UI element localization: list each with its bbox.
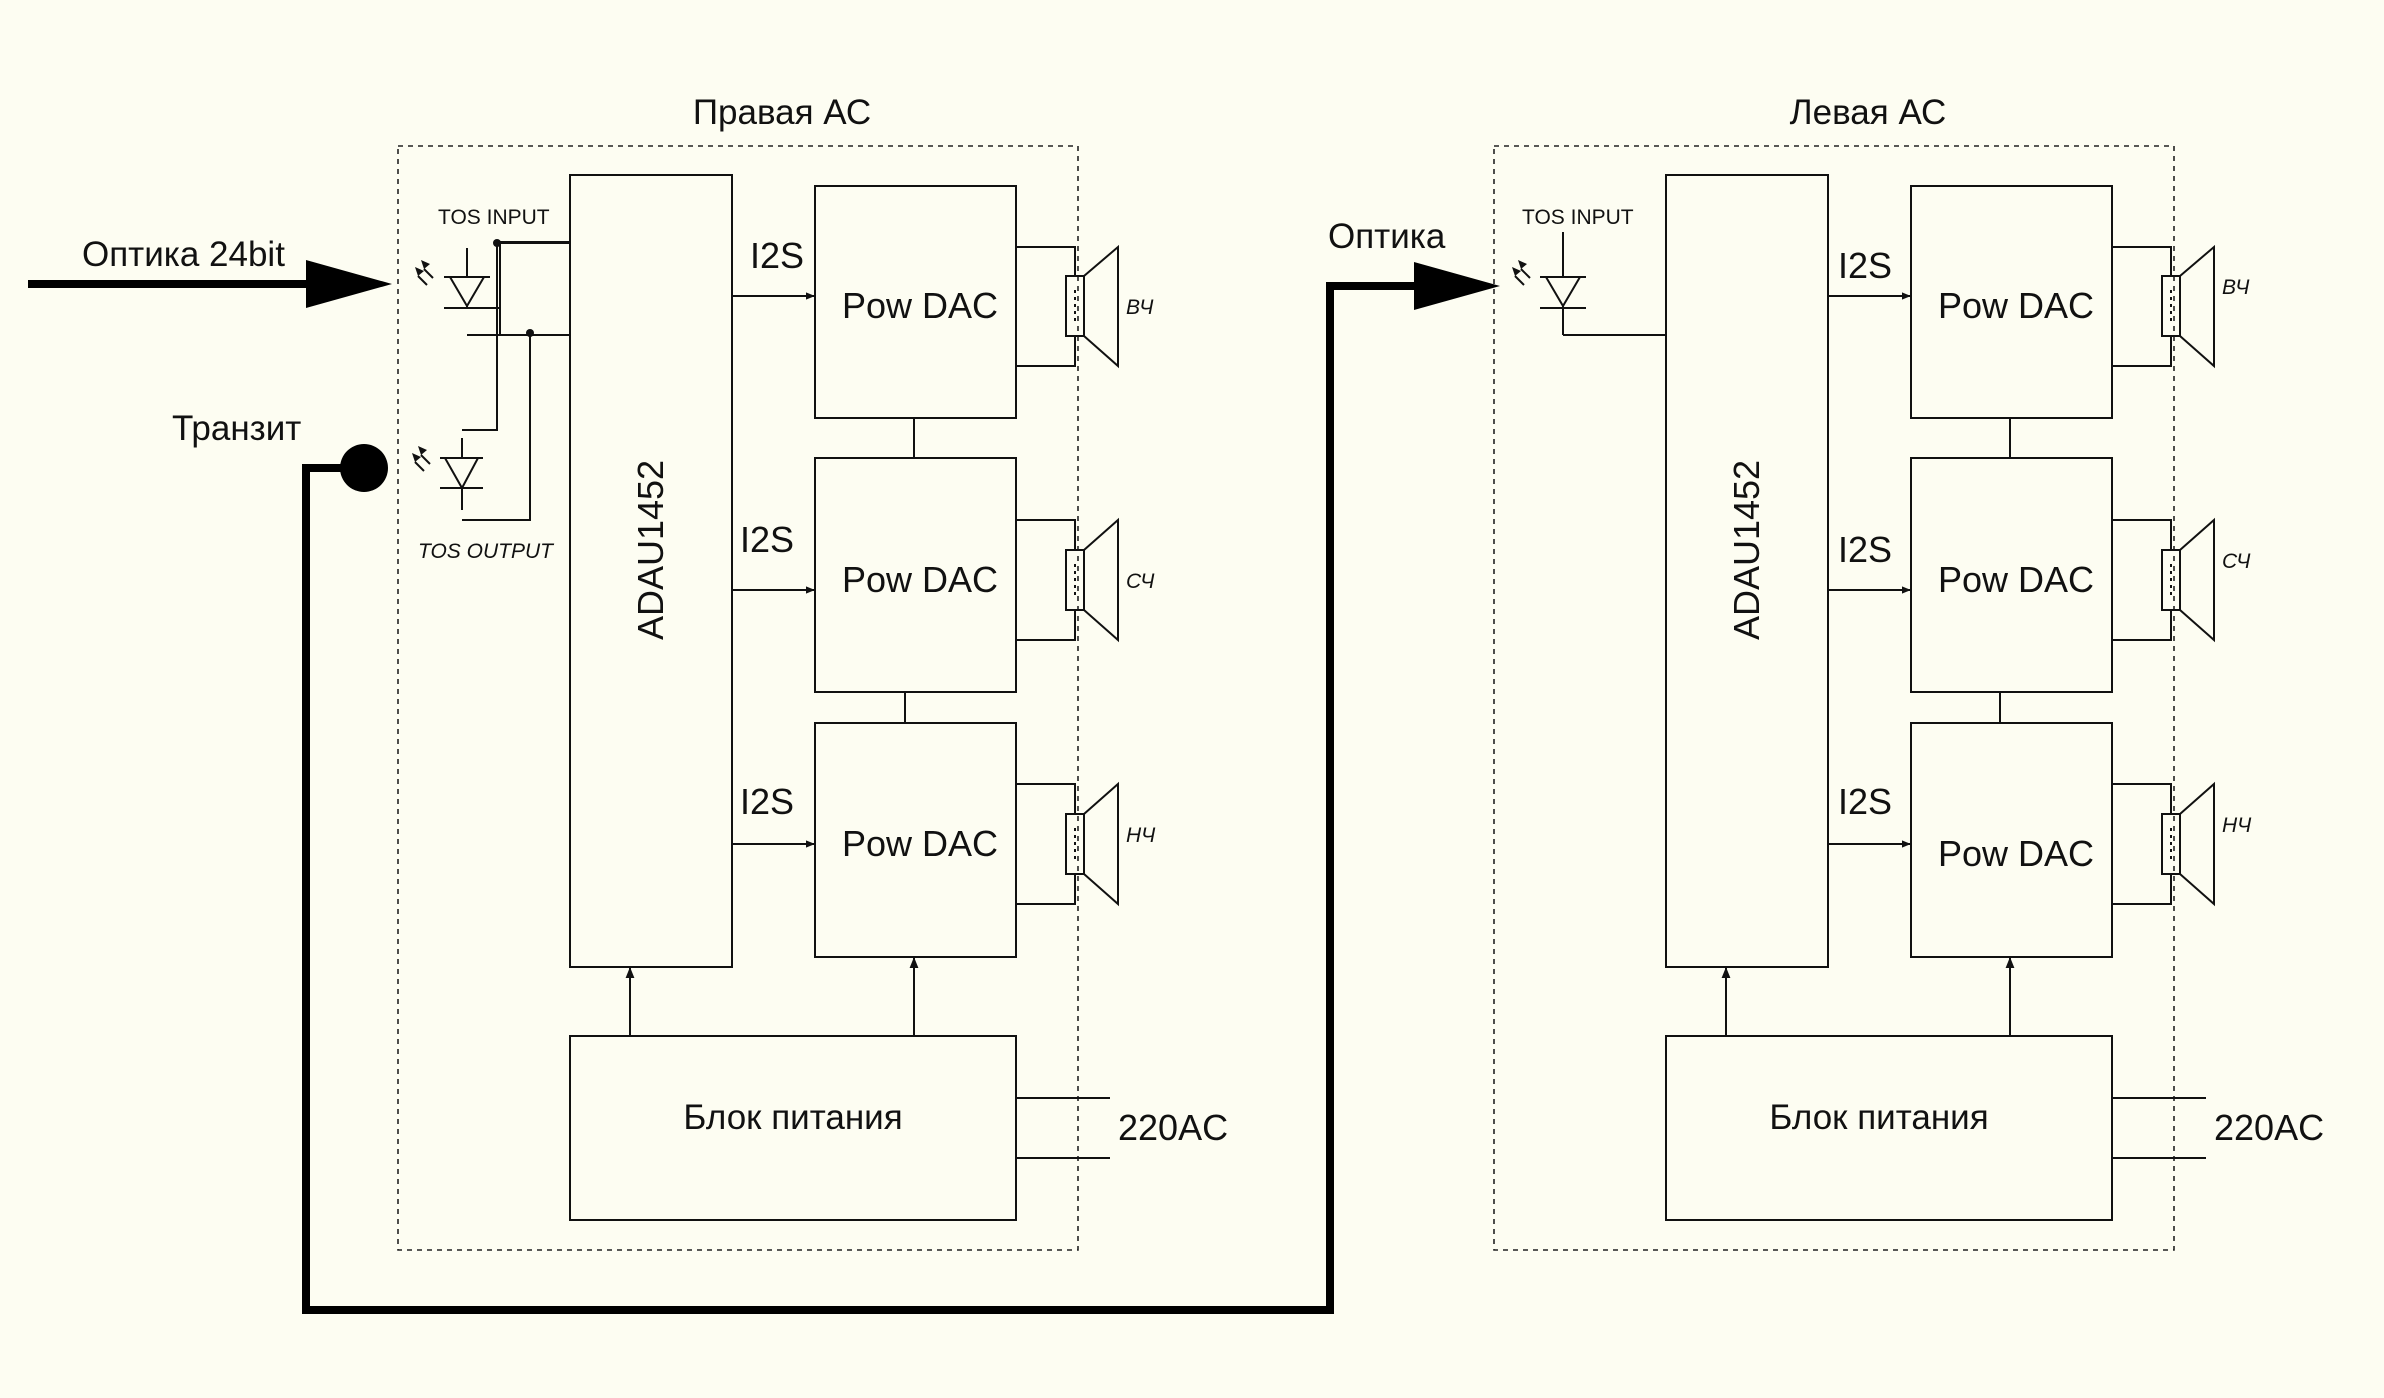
right-tos-wire-b: [462, 333, 531, 521]
left-tos-input-label: TOS INPUT: [1522, 206, 1634, 229]
right-tos-wire-c: [467, 242, 570, 336]
right-tos-input-label: TOS INPUT: [438, 206, 550, 229]
right-speaker-unit: Правая АС ADAU1452 Pow DAC Pow DAC Pow D…: [397, 93, 1228, 1251]
right-psu-block: [569, 1035, 1017, 1221]
right-i2s-label-3: I2S: [740, 781, 794, 822]
left-tos-input-receiver: [1512, 232, 1666, 336]
left-i2s-label-1: I2S: [1838, 245, 1892, 286]
right-i2s-label-2: I2S: [740, 519, 794, 560]
transit-label: Транзит: [172, 409, 301, 448]
left-dsp-block: [1665, 174, 1829, 968]
left-i2s-label-3: I2S: [1838, 781, 1892, 822]
left-amp-hf-label: Pow DAC: [1938, 285, 2094, 326]
right-unit-title: Правая АС: [693, 93, 871, 132]
right-amp-hf-label: Pow DAC: [842, 285, 998, 326]
right-amp-hf: [814, 185, 1017, 419]
left-speaker-hf-label: ВЧ: [2222, 276, 2250, 299]
right-speaker-mf: [1016, 517, 1119, 643]
left-amp-hf: [1910, 185, 2113, 419]
signal-path: Оптика 24bit Транзит Оптика: [28, 217, 1500, 1314]
left-speaker-lf-label: НЧ: [2222, 814, 2252, 837]
left-speaker-mf-label: СЧ: [2222, 550, 2251, 573]
right-unit-boundary: [397, 145, 1079, 1251]
right-dsp-block: [569, 174, 733, 968]
right-tos-input-receiver: [415, 241, 570, 335]
right-amp-mf: [814, 457, 1017, 693]
left-amp-mf-label: Pow DAC: [1938, 559, 2094, 600]
left-amp-mf: [1910, 457, 2113, 693]
left-speaker-mf: [2112, 517, 2215, 643]
left-dsp-label: ADAU1452: [1726, 460, 1767, 640]
right-amp-mf-label: Pow DAC: [842, 559, 998, 600]
right-tos-output-transmitter: [412, 438, 483, 510]
right-i2s-label-1: I2S: [750, 235, 804, 276]
left-unit-title: Левая АС: [1790, 93, 1947, 132]
link-arrowhead: [1414, 262, 1500, 310]
right-amp-lf-label: Pow DAC: [842, 823, 998, 864]
right-speaker-lf-label: НЧ: [1126, 824, 1156, 847]
left-unit-boundary: [1493, 145, 2175, 1251]
input-signal-label: Оптика 24bit: [82, 235, 285, 274]
right-tos-junction-2: [526, 329, 534, 337]
right-speaker-hf-label: ВЧ: [1126, 296, 1154, 319]
left-speaker-lf: [2112, 781, 2215, 907]
right-tos-wire-a: [462, 243, 498, 431]
right-psu-label: Блок питания: [683, 1098, 902, 1137]
left-amp-lf-label: Pow DAC: [1938, 833, 2094, 874]
left-psu-label: Блок питания: [1769, 1098, 1988, 1137]
right-mains-label: 220AC: [1118, 1107, 1228, 1148]
right-speaker-hf: [1016, 244, 1119, 369]
transit-optical-line: [302, 282, 1426, 1314]
input-arrowhead: [306, 260, 392, 308]
left-speaker-hf: [2112, 244, 2215, 369]
left-speaker-unit: Левая АС ADAU1452 Pow DAC Pow DAC Pow DA…: [1493, 93, 2324, 1251]
right-speaker-mf-label: СЧ: [1126, 570, 1155, 593]
right-tos-junction-1: [493, 239, 501, 247]
right-speaker-lf: [1016, 781, 1119, 907]
right-tos-output-label: TOS OUTPUT: [418, 540, 555, 563]
left-i2s-label-2: I2S: [1838, 529, 1892, 570]
left-psu-block: [1665, 1035, 2113, 1221]
optical-link-label: Оптика: [1328, 217, 1446, 256]
right-dsp-label: ADAU1452: [630, 460, 671, 640]
left-mains-label: 220AC: [2214, 1107, 2324, 1148]
